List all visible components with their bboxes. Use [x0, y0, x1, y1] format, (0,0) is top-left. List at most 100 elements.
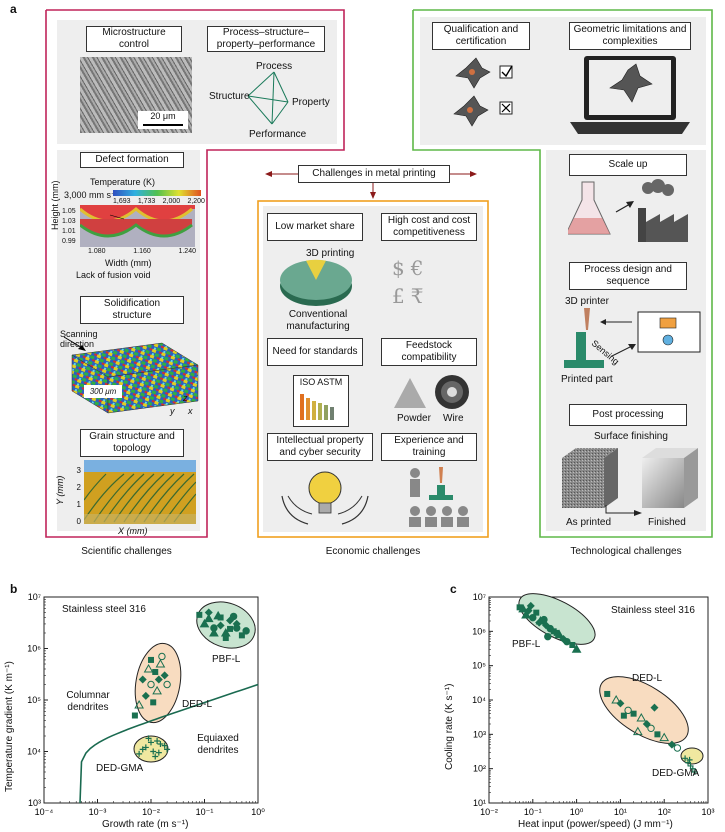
grain-ylabel: Y (mm) — [55, 475, 65, 505]
axis-y: y — [170, 406, 175, 416]
defect-speed: 3,000 mm s⁻¹ — [64, 190, 119, 200]
columnar-label: Columnar dendrites — [66, 690, 110, 713]
defect-ytick: 1.01 — [62, 228, 76, 235]
feedstock-icons — [394, 375, 469, 409]
data-point-ded-l — [604, 690, 611, 697]
pie-3d-label: 3D printing — [306, 248, 355, 259]
data-point-pbf-l — [526, 601, 535, 610]
econ-bg — [263, 206, 483, 532]
grain-xlabel: X (mm) — [118, 526, 148, 536]
x-tick-label: 10⁰ — [251, 807, 265, 817]
data-point-ded-l — [620, 712, 627, 719]
pspp-process: Process — [256, 61, 293, 72]
data-point-pbf-l — [518, 603, 528, 613]
experience-box: Experience and training — [381, 433, 477, 461]
data-point-ded-l — [152, 668, 159, 675]
y-tick-label: 10⁴ — [27, 747, 41, 757]
chart-b-ylabel: Temperature gradient (K m⁻¹) — [4, 661, 15, 792]
data-point-pbf-l — [242, 627, 250, 635]
sem-micrograph: 20 μm — [80, 57, 192, 133]
temp-tick: 1,693 — [113, 198, 131, 205]
dollar-icon: $ — [392, 256, 411, 280]
grain-ytick: 3 — [76, 466, 81, 475]
data-point-pbf-l — [563, 637, 571, 646]
data-point-pbf-l — [544, 632, 552, 641]
data-point-ded-l — [642, 719, 651, 728]
y-tick-label: 10⁶ — [472, 626, 486, 636]
data-point-ded-gma — [136, 750, 143, 757]
laptop-icon — [570, 56, 690, 134]
x-tick-label: 10² — [658, 807, 671, 817]
data-point-pbf-l — [196, 611, 203, 618]
high-cost-box: High cost and cost competitiveness — [381, 213, 477, 241]
center-challenges-box: Challenges in metal printing — [298, 165, 450, 183]
data-point-ded-gma — [689, 765, 696, 772]
gma-region — [680, 747, 704, 765]
defect-yticks: 1.05 1.03 1.01 0.99 — [62, 207, 76, 247]
x-tick-label: 10⁻² — [480, 807, 498, 817]
x-tick-label: 10¹ — [614, 807, 627, 817]
data-point-ded-gma — [145, 735, 152, 742]
data-point-ded-l — [616, 699, 625, 708]
pspp-diagram — [247, 71, 289, 125]
x-tick-label: 10⁻² — [142, 807, 160, 817]
y-tick-label: 10⁷ — [473, 592, 486, 602]
currency-top: $€ — [392, 256, 429, 280]
grain-ytick: 1 — [76, 500, 81, 509]
grain-structure-box: Grain structure and topology — [80, 429, 184, 457]
panel-c-letter: c — [450, 582, 457, 596]
standards-box: Need for standards — [267, 338, 363, 366]
wire-label: Wire — [443, 413, 464, 424]
data-point-ded-l — [654, 731, 661, 738]
chart-b-xlabel: Growth rate (m s⁻¹) — [102, 819, 189, 830]
temp-tick: 2,200 — [187, 198, 205, 205]
data-point-pbf-l — [216, 621, 225, 630]
y-tick-label: 10¹ — [473, 798, 486, 808]
defect-ytick: 1.03 — [62, 218, 76, 225]
defect-xtick: 1.160 — [133, 248, 151, 255]
data-point-pbf-l — [535, 618, 544, 627]
data-point-pbf-l — [229, 612, 238, 621]
data-point-pbf-l — [571, 644, 582, 653]
panel-b-letter: b — [10, 582, 18, 596]
axis-z: z — [183, 393, 188, 403]
powder-label: Powder — [397, 413, 431, 424]
x-tick-label: 10⁻¹ — [196, 807, 214, 817]
defect-xticks: 1.080 1.160 1.240 — [88, 248, 196, 255]
data-point-pbf-l — [569, 641, 576, 648]
feedstock-box: Feedstock compatibility — [381, 338, 477, 366]
data-point-pbf-l — [232, 619, 241, 628]
y-tick-label: 10⁶ — [27, 644, 41, 654]
data-point-ded-l — [647, 724, 655, 732]
printed-part-label: Printed part — [561, 374, 613, 385]
pspp-structure: Structure — [209, 91, 250, 102]
ded-region — [134, 642, 182, 724]
pound-icon: £ — [392, 284, 411, 308]
data-point-ded-l — [150, 699, 157, 706]
y-tick-label: 10⁵ — [472, 661, 486, 671]
data-point-ded-l — [160, 671, 169, 680]
x-tick-label: 10⁰ — [570, 807, 584, 817]
data-point-ded-gma — [161, 742, 168, 749]
lightbulb-hands-icon — [281, 471, 369, 525]
defect-ytick: 1.05 — [62, 208, 76, 215]
data-point-ded-gma — [142, 744, 149, 751]
chart-c-gma-label: DED-GMA — [652, 768, 700, 779]
data-point-ded-l — [632, 726, 643, 736]
data-point-ded-l — [673, 744, 682, 752]
data-point-ded-gma — [152, 753, 159, 760]
data-point-pbf-l — [227, 625, 234, 632]
qualification-parts-icon — [453, 57, 513, 127]
chart-c-material: Stainless steel 316 — [611, 605, 695, 616]
y-tick-label: 10⁵ — [27, 695, 41, 705]
finished-label: Finished — [648, 517, 686, 528]
pspp-box: Process–structure–property–performance — [207, 26, 325, 52]
data-point-ded-l — [630, 710, 637, 717]
equiaxed-label: Equiaxed dendrites — [197, 733, 239, 756]
data-point-pbf-l — [203, 613, 214, 623]
data-point-ded-gma — [164, 746, 171, 753]
data-point-ded-l — [141, 691, 150, 700]
data-point-pbf-l — [213, 610, 224, 620]
